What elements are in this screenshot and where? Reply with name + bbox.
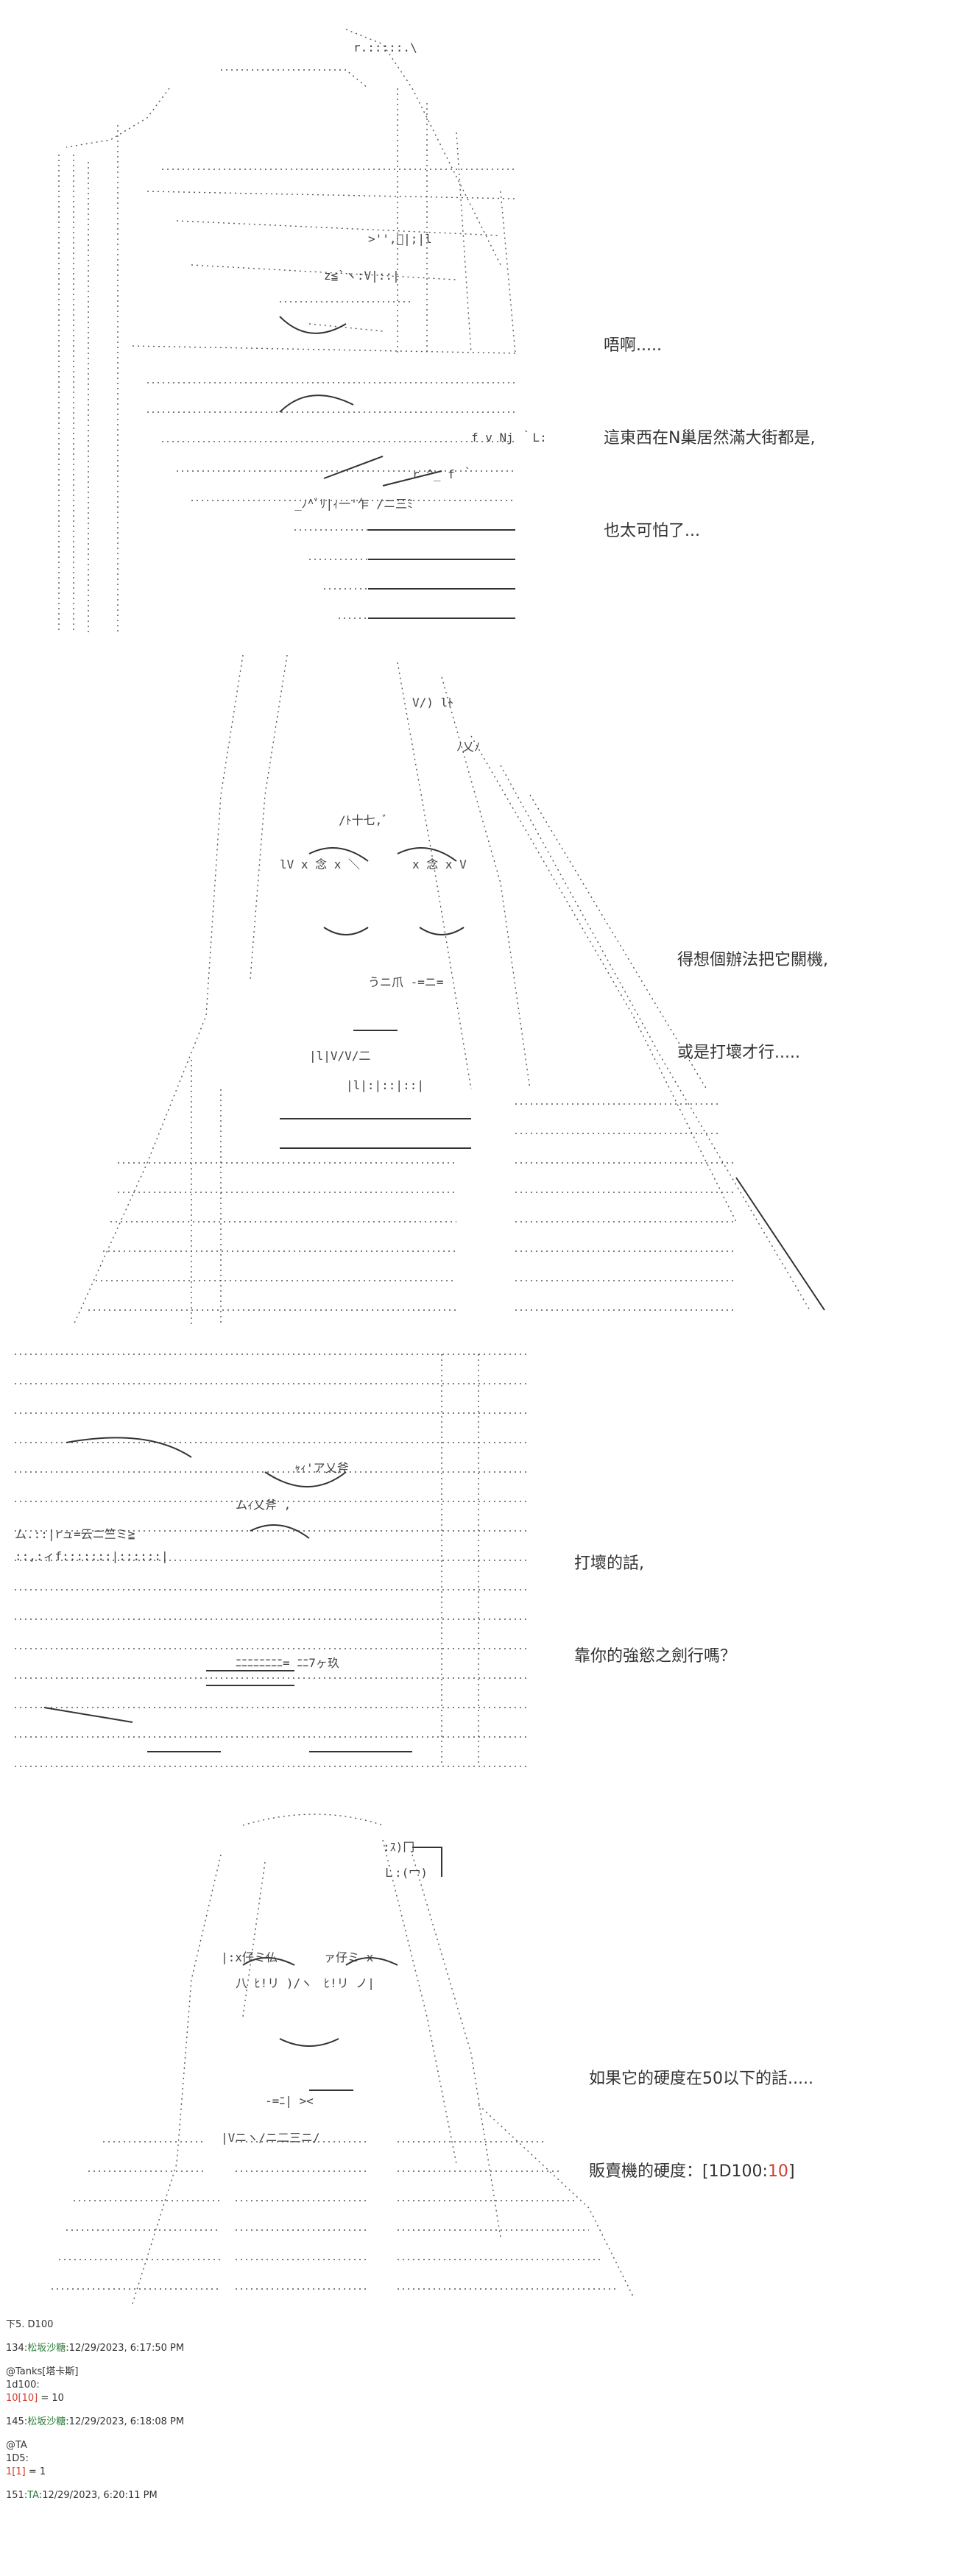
svg-text:z≦`ヽ:V|::|: z≦`ヽ:V|::| (324, 269, 400, 283)
svg-text:ﾆﾆﾆﾆﾆﾆﾆﾆ= ﾆﾆ7ヶ玖: ﾆﾆﾆﾆﾆﾆﾆﾆ= ﾆﾆ7ヶ玖 (236, 1656, 339, 1670)
post-body-line: @TA (6, 2440, 27, 2451)
svg-text:|Vニヽ/ニ二三ニ/: |Vニヽ/ニ二三ニ/ (221, 2131, 320, 2145)
svg-text:x 念 x V: x 念 x V (412, 857, 467, 871)
svg-text:::,:ィf:::::::|::::::|: ::,:ィf:::::::|::::::| (15, 1549, 169, 1563)
svg-text:うニ爪 -=ニ=: うニ爪 -=ニ= (368, 975, 444, 989)
svg-text:f v Nj ｀L:: f v Nj ｀L: (471, 430, 545, 445)
panel-2: V/) lﾄ ﾉ乂ﾉ /ﾄ十七,ﾞ lV x 念 x ＼ x 念 x V うニ爪… (0, 648, 957, 1340)
post-author[interactable]: TA (27, 2490, 39, 2501)
ascii-art-character-3: ｬｨ'ア乂斧 ムｨ乂斧 , ム.::|rュ=云ニ竺ミ≧ ::,:ィf::::::… (0, 1340, 545, 1796)
dialogue-box-3: 打壞的話, 靠你的強慾之劍行嗎？ (574, 1487, 736, 1734)
log-post: 145:松坂沙糖:12/29/2023, 6:18:08 PM @TA 1D5:… (6, 2416, 948, 2479)
ascii-art-character-1: r.:::::.\ >'',ﾞ|;|l z≦`ヽ:V|::| f v Nj ｀L… (0, 0, 545, 648)
svg-text:|l|V/V/二: |l|V/V/二 (309, 1049, 370, 1063)
panel-4: :ｽ)冂 Ｌ:(冖) |:x仔ミ仏 ァ仔ミ x 八 ﾋ!リ )/ヽ ﾋ!リ ノ|… (0, 1796, 957, 2311)
roll-prefix: 販賣機的硬度：[1D100: (589, 2162, 768, 2181)
log-post: 134:松坂沙糖:12/29/2023, 6:17:50 PM @Tanks[塔… (6, 2342, 948, 2405)
svg-text:lV x 念 x ＼: lV x 念 x ＼ (280, 857, 360, 871)
dialogue-line: 這東西在N巢居然滿大街都是, (604, 429, 816, 447)
svg-text:ｬｨ'ア乂斧: ｬｨ'ア乂斧 (294, 1461, 349, 1475)
svg-text:|l|:|::|::|: |l|:|::|::| (346, 1078, 424, 1092)
panel-1: r.:::::.\ >'',ﾞ|;|l z≦`ヽ:V|::| f v Nj ｀L… (0, 0, 957, 648)
roll-suffix: ] (788, 2162, 795, 2181)
ascii-art-character-4: :ｽ)冂 Ｌ:(冖) |:x仔ミ仏 ァ仔ミ x 八 ﾋ!リ )/ヽ ﾋ!リ ノ|… (0, 1796, 648, 2311)
svg-text::ｽ)冂: :ｽ)冂 (383, 1840, 414, 1854)
svg-text:ァ仔ミ x: ァ仔ミ x (324, 1950, 374, 1964)
svg-text:r.:::::.\: r.:::::.\ (353, 40, 417, 54)
roll-total: = 1 (25, 2466, 46, 2477)
svg-text:八 ﾋ!リ )/ヽ: 八 ﾋ!リ )/ヽ (236, 1976, 312, 1990)
dialogue-line: 唔啊..... (604, 336, 662, 355)
post-number[interactable]: 151: (6, 2490, 28, 2501)
dialogue-line: 靠你的強慾之劍行嗎？ (574, 1647, 737, 1666)
post-body-line: 1d100: (6, 2379, 40, 2391)
post-roll-line: 10[10] = 10 (6, 2392, 948, 2405)
post-header: 145:松坂沙糖:12/29/2023, 6:18:08 PM (6, 2416, 948, 2429)
svg-text:ムｨ乂斧 ,: ムｨ乂斧 , (236, 1498, 291, 1512)
dialogue-box-1: 唔啊..... 這東西在N巢居然滿大街都是, 也太可怕了... (604, 269, 815, 609)
svg-text:-=ﾆ| ><: -=ﾆ| >< (265, 2094, 314, 2108)
dialogue-roll-line: 販賣機的硬度：[1D100:10] (589, 2156, 813, 2187)
roll-value: 10[10] (6, 2393, 38, 2404)
svg-text:ム.::|rュ=云ニ竺ミ≧: ム.::|rュ=云ニ竺ミ≧ (15, 1527, 135, 1541)
log-post: 151:TA:12/29/2023, 6:20:11 PM (6, 2489, 948, 2502)
dialogue-box-4: 如果它的硬度在50以下的話..... 販賣機的硬度：[1D100:10] (589, 2002, 813, 2249)
svg-text:|:x仔ミ仏: |:x仔ミ仏 (221, 1950, 278, 1964)
ascii-art-character-2: V/) lﾄ ﾉ乂ﾉ /ﾄ十七,ﾞ lV x 念 x ＼ x 念 x V うニ爪… (0, 648, 847, 1340)
post-roll-line: 1[1] = 1 (6, 2466, 948, 2479)
post-author[interactable]: 松坂沙糖 (27, 2343, 66, 2354)
dialogue-line: 打壞的話, (574, 1554, 644, 1573)
roll-value: 1[1] (6, 2466, 26, 2477)
dialogue-line: 也太可怕了... (604, 522, 700, 540)
svg-text:/ﾄ十七,ﾞ: /ﾄ十七,ﾞ (339, 813, 388, 827)
post-number[interactable]: 134: (6, 2343, 28, 2354)
svg-text:_ﾉ^ﾞﾘ|ｨ一'乍 /ニ三ﾐ: _ﾉ^ﾞﾘ|ｨ一'乍 /ニ三ﾐ (294, 497, 413, 511)
post-body-line: @Tanks[塔卡斯] (6, 2366, 79, 2377)
svg-text:ﾋ!リ ノ|: ﾋ!リ ノ| (324, 1976, 375, 1990)
dice-log: 下5. D100 134:松坂沙糖:12/29/2023, 6:17:50 PM… (6, 2318, 948, 2502)
post-date: :12/29/2023, 6:17:50 PM (66, 2343, 185, 2354)
post-header: 134:松坂沙糖:12/29/2023, 6:17:50 PM (6, 2342, 948, 2355)
panel-3: ｬｨ'ア乂斧 ムｨ乂斧 , ム.::|rュ=云ニ竺ミ≧ ::,:ィf::::::… (0, 1340, 957, 1796)
post-date: :12/29/2023, 6:18:08 PM (66, 2416, 185, 2427)
dialogue-line: 或是打壞才行..... (677, 1044, 800, 1062)
post-header: 151:TA:12/29/2023, 6:20:11 PM (6, 2489, 948, 2502)
post-date: :12/29/2023, 6:20:11 PM (38, 2490, 158, 2501)
log-header: 下5. D100 (6, 2319, 54, 2330)
svg-text:Ｌ:(冖): Ｌ:(冖) (383, 1866, 428, 1880)
dialogue-line: 如果它的硬度在50以下的話..... (589, 2070, 813, 2088)
post-number[interactable]: 145: (6, 2416, 28, 2427)
roll-result: 10 (767, 2162, 788, 2181)
svg-text:V/) lﾄ: V/) lﾄ (412, 696, 453, 710)
svg-text:ﾉ乂ﾉ: ﾉ乂ﾉ (456, 740, 480, 754)
post-body-line: 1D5: (6, 2453, 29, 2464)
svg-text:>'',ﾞ|;|l: >'',ﾞ|;|l (368, 232, 432, 246)
svg-text:r ^_ f ｀: r ^_ f ｀ (412, 467, 473, 481)
roll-total: = 10 (38, 2393, 64, 2404)
dialogue-line: 得想個辦法把它關機, (677, 951, 828, 969)
post-author[interactable]: 松坂沙糖 (27, 2416, 66, 2427)
dialogue-box-2: 得想個辦法把它關機, 或是打壞才行..... (677, 883, 828, 1130)
